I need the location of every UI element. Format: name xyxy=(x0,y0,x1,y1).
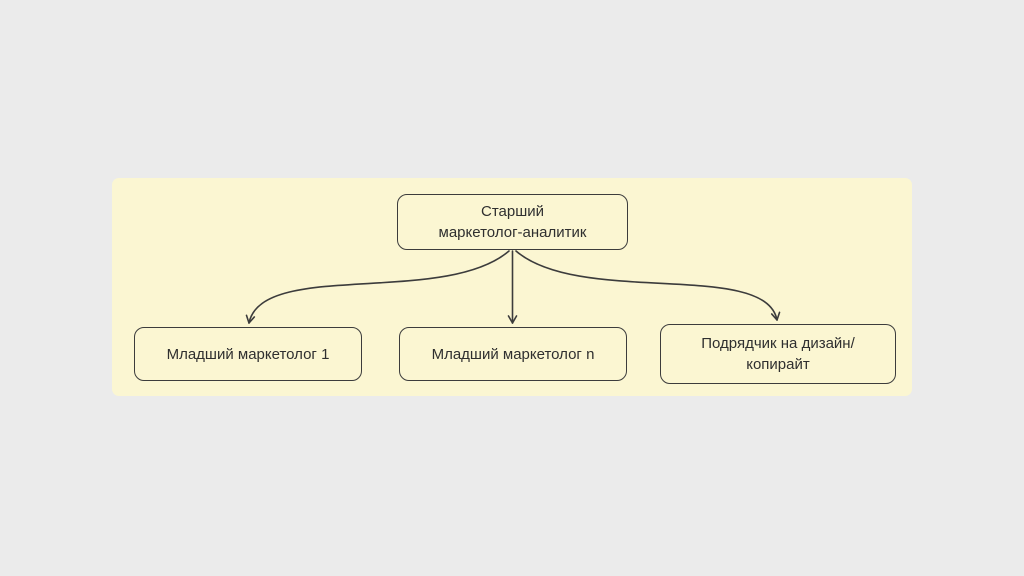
connector-edges xyxy=(245,250,781,324)
node-label-line: маркетолог-аналитик xyxy=(438,224,587,241)
connector-arrow-right[interactable] xyxy=(515,250,781,321)
node-label-line: Младший маркетолог n xyxy=(431,345,595,363)
connector-arrow-left[interactable] xyxy=(245,250,510,324)
node-design-copy-contractor[interactable]: Подрядчик на дизайн/ копирайт xyxy=(660,324,896,384)
node-junior-marketer-n[interactable]: Младший маркетолог n xyxy=(399,327,627,381)
node-label-line: копирайт xyxy=(746,356,810,373)
diagram-panel: Старший маркетолог-аналитик Младший марк… xyxy=(112,178,912,396)
node-label-line: Младший маркетолог 1 xyxy=(166,345,330,363)
node-junior-marketer-1[interactable]: Младший маркетолог 1 xyxy=(134,327,362,381)
node-senior-marketer-analyst[interactable]: Старший маркетолог-аналитик xyxy=(397,194,628,250)
node-label-line: Подрядчик на дизайн/ xyxy=(701,335,855,352)
node-label-line: Старший xyxy=(480,203,544,220)
